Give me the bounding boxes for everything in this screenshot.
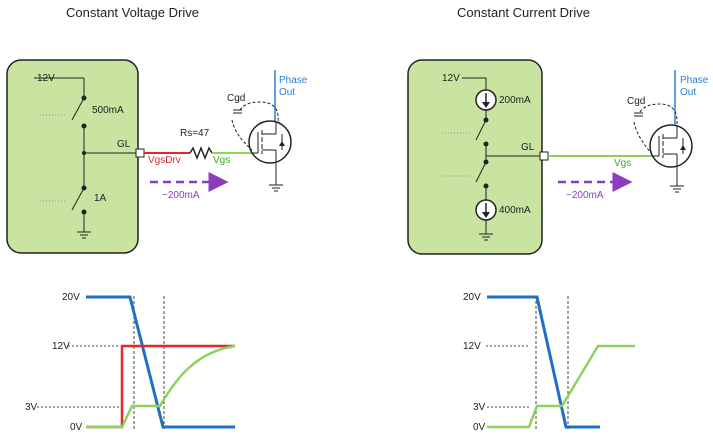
left-waveforms: [37, 295, 236, 430]
right-circuit: [407, 59, 693, 255]
left-mosfet: [248, 70, 292, 192]
right-vgs-trace: [487, 344, 635, 429]
left-level-3v: 3V: [25, 402, 38, 413]
right-cgd-path: [639, 103, 678, 125]
left-current-label: ~200mA: [162, 190, 200, 201]
resistor-label: Rs=47: [180, 128, 210, 139]
left-circuit: [6, 59, 292, 254]
right-supply-label: 12V: [442, 73, 460, 84]
left-phase-label-2: Out: [279, 87, 296, 98]
left-title: Constant Voltage Drive: [66, 5, 199, 20]
left-vgs-trace: [86, 344, 236, 429]
right-phase-label-2: Out: [680, 87, 697, 98]
left-cgd-label: Cgd: [227, 93, 246, 104]
left-bottom-switch-label: 1A: [94, 193, 107, 204]
left-level-12v: 12V: [52, 341, 70, 352]
left-level-20v: 20V: [62, 292, 80, 303]
right-waveforms: [486, 295, 635, 430]
left-level-0v: 0V: [70, 422, 83, 433]
right-title: Constant Current Drive: [457, 5, 590, 20]
right-phase-label-1: Phase: [680, 75, 709, 86]
right-vgs-label: Vgs: [614, 158, 632, 169]
left-supply-label: 12V: [37, 73, 55, 84]
right-level-3v: 3V: [473, 402, 486, 413]
right-current-label: ~200mA: [566, 190, 604, 201]
right-node-label: GL: [521, 142, 535, 153]
right-cgd-label: Cgd: [627, 96, 646, 107]
left-vds-trace: [86, 295, 235, 429]
left-vgs-label: Vgs: [213, 155, 231, 166]
right-mosfet: [649, 70, 693, 193]
left-phase-label-1: Phase: [279, 75, 308, 86]
right-top-source-label: 200mA: [499, 95, 531, 106]
right-bottom-source-label: 400mA: [499, 205, 531, 216]
right-level-20v: 20V: [463, 292, 481, 303]
left-top-switch-label: 500mA: [92, 105, 124, 116]
left-cgd-path: [239, 101, 279, 123]
right-vds-trace: [487, 295, 600, 429]
gate-resistor: [189, 145, 213, 161]
right-level-0v: 0V: [473, 422, 486, 433]
vgsdrv-label: VgsDrv: [148, 155, 181, 166]
left-node-label: GL: [117, 139, 131, 150]
right-level-12v: 12V: [463, 341, 481, 352]
